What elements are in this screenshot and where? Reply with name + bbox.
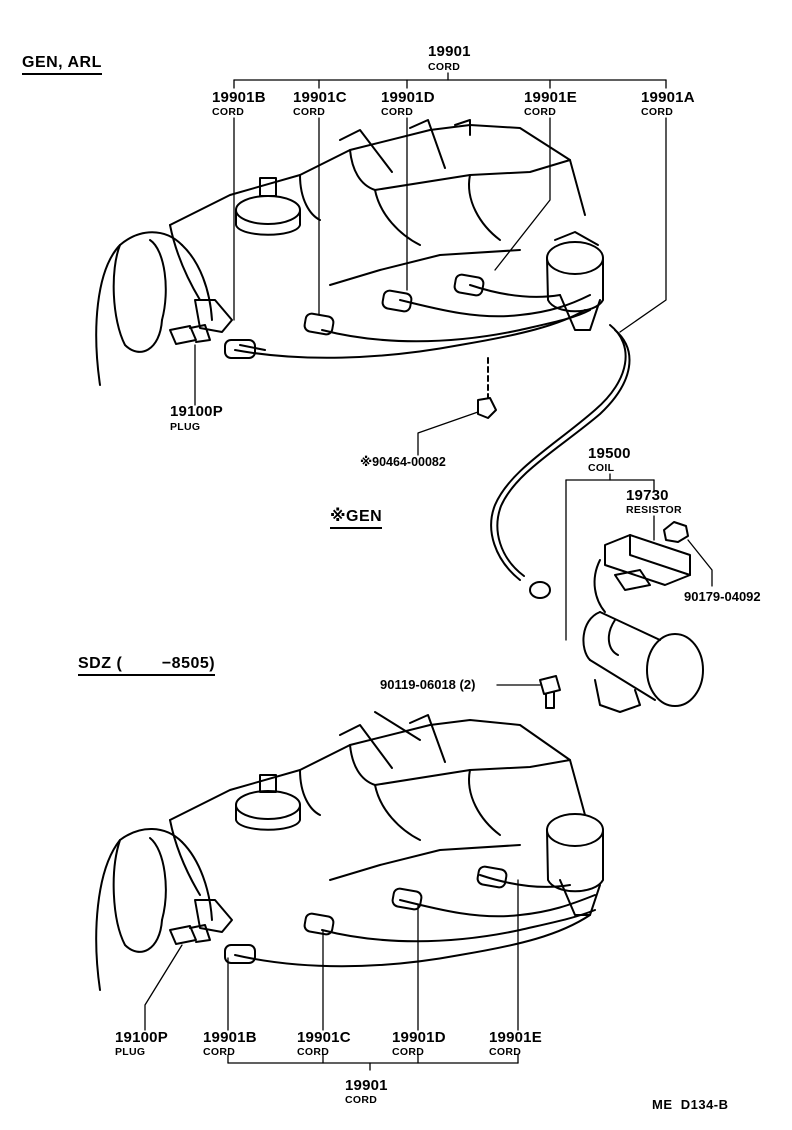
part-number-plug-top: 19100P — [170, 403, 223, 420]
part-number-coil: 19500 — [588, 445, 631, 462]
part-desc-cord-b: CORD — [212, 106, 245, 118]
bottom-part-desc-cord-b: CORD — [203, 1046, 236, 1058]
part-number-plug-bottom: 19100P — [115, 1029, 168, 1046]
part-number-bolt: 90119-06018 (2) — [380, 677, 476, 692]
bottom-part-number-cord-b: 19901B — [203, 1029, 257, 1046]
part-desc-resistor: RESISTOR — [626, 504, 682, 516]
leader-lines — [144, 72, 713, 1071]
bottom-part-number-cord-e: 19901E — [489, 1029, 542, 1046]
part-desc-cord-e: CORD — [524, 106, 557, 118]
part-number-cord-d: 19901D — [381, 89, 435, 106]
part-desc-cord-a: CORD — [641, 106, 674, 118]
top-engine-drawing — [95, 119, 631, 599]
bottom-engine-drawing — [95, 711, 604, 991]
bottom-part-number-cord-d: 19901D — [392, 1029, 446, 1046]
part-number-cord-assembly: 19901 — [428, 43, 471, 60]
part-number-cord-b: 19901B — [212, 89, 266, 106]
diagram-code: ME D134-B — [652, 1097, 729, 1112]
part-desc-coil: COIL — [588, 462, 615, 474]
bottom-part-desc-cord-d: CORD — [392, 1046, 425, 1058]
bottom-part-desc-cord-c: CORD — [297, 1046, 330, 1058]
part-desc-plug-top: PLUG — [170, 421, 201, 433]
part-number-cord-a: 19901A — [641, 89, 695, 106]
bottom-part-number-cord-assembly: 19901 — [345, 1077, 388, 1094]
coil-drawing — [539, 521, 704, 713]
part-desc-cord-d: CORD — [381, 106, 414, 118]
part-number-cord-e: 19901E — [524, 89, 577, 106]
part-number-resistor: 19730 — [626, 487, 669, 504]
part-number-clamp: ※90464-00082 — [360, 455, 446, 469]
part-number-cord-c: 19901C — [293, 89, 347, 106]
bottom-part-desc-cord-assembly: CORD — [345, 1094, 378, 1106]
bottom-part-number-cord-c: 19901C — [297, 1029, 351, 1046]
section-label-gen: ※GEN — [330, 509, 383, 529]
part-desc-plug-bottom: PLUG — [115, 1046, 146, 1058]
section-label-sdz: SDZ ( −8505) — [78, 656, 216, 676]
part-desc-cord-assembly: CORD — [428, 61, 461, 73]
part-number-nut: 90179-04092 — [684, 589, 761, 604]
section-label-gen-arl: GEN, ARL — [22, 55, 102, 75]
bottom-part-desc-cord-e: CORD — [489, 1046, 522, 1058]
part-desc-cord-c: CORD — [293, 106, 326, 118]
